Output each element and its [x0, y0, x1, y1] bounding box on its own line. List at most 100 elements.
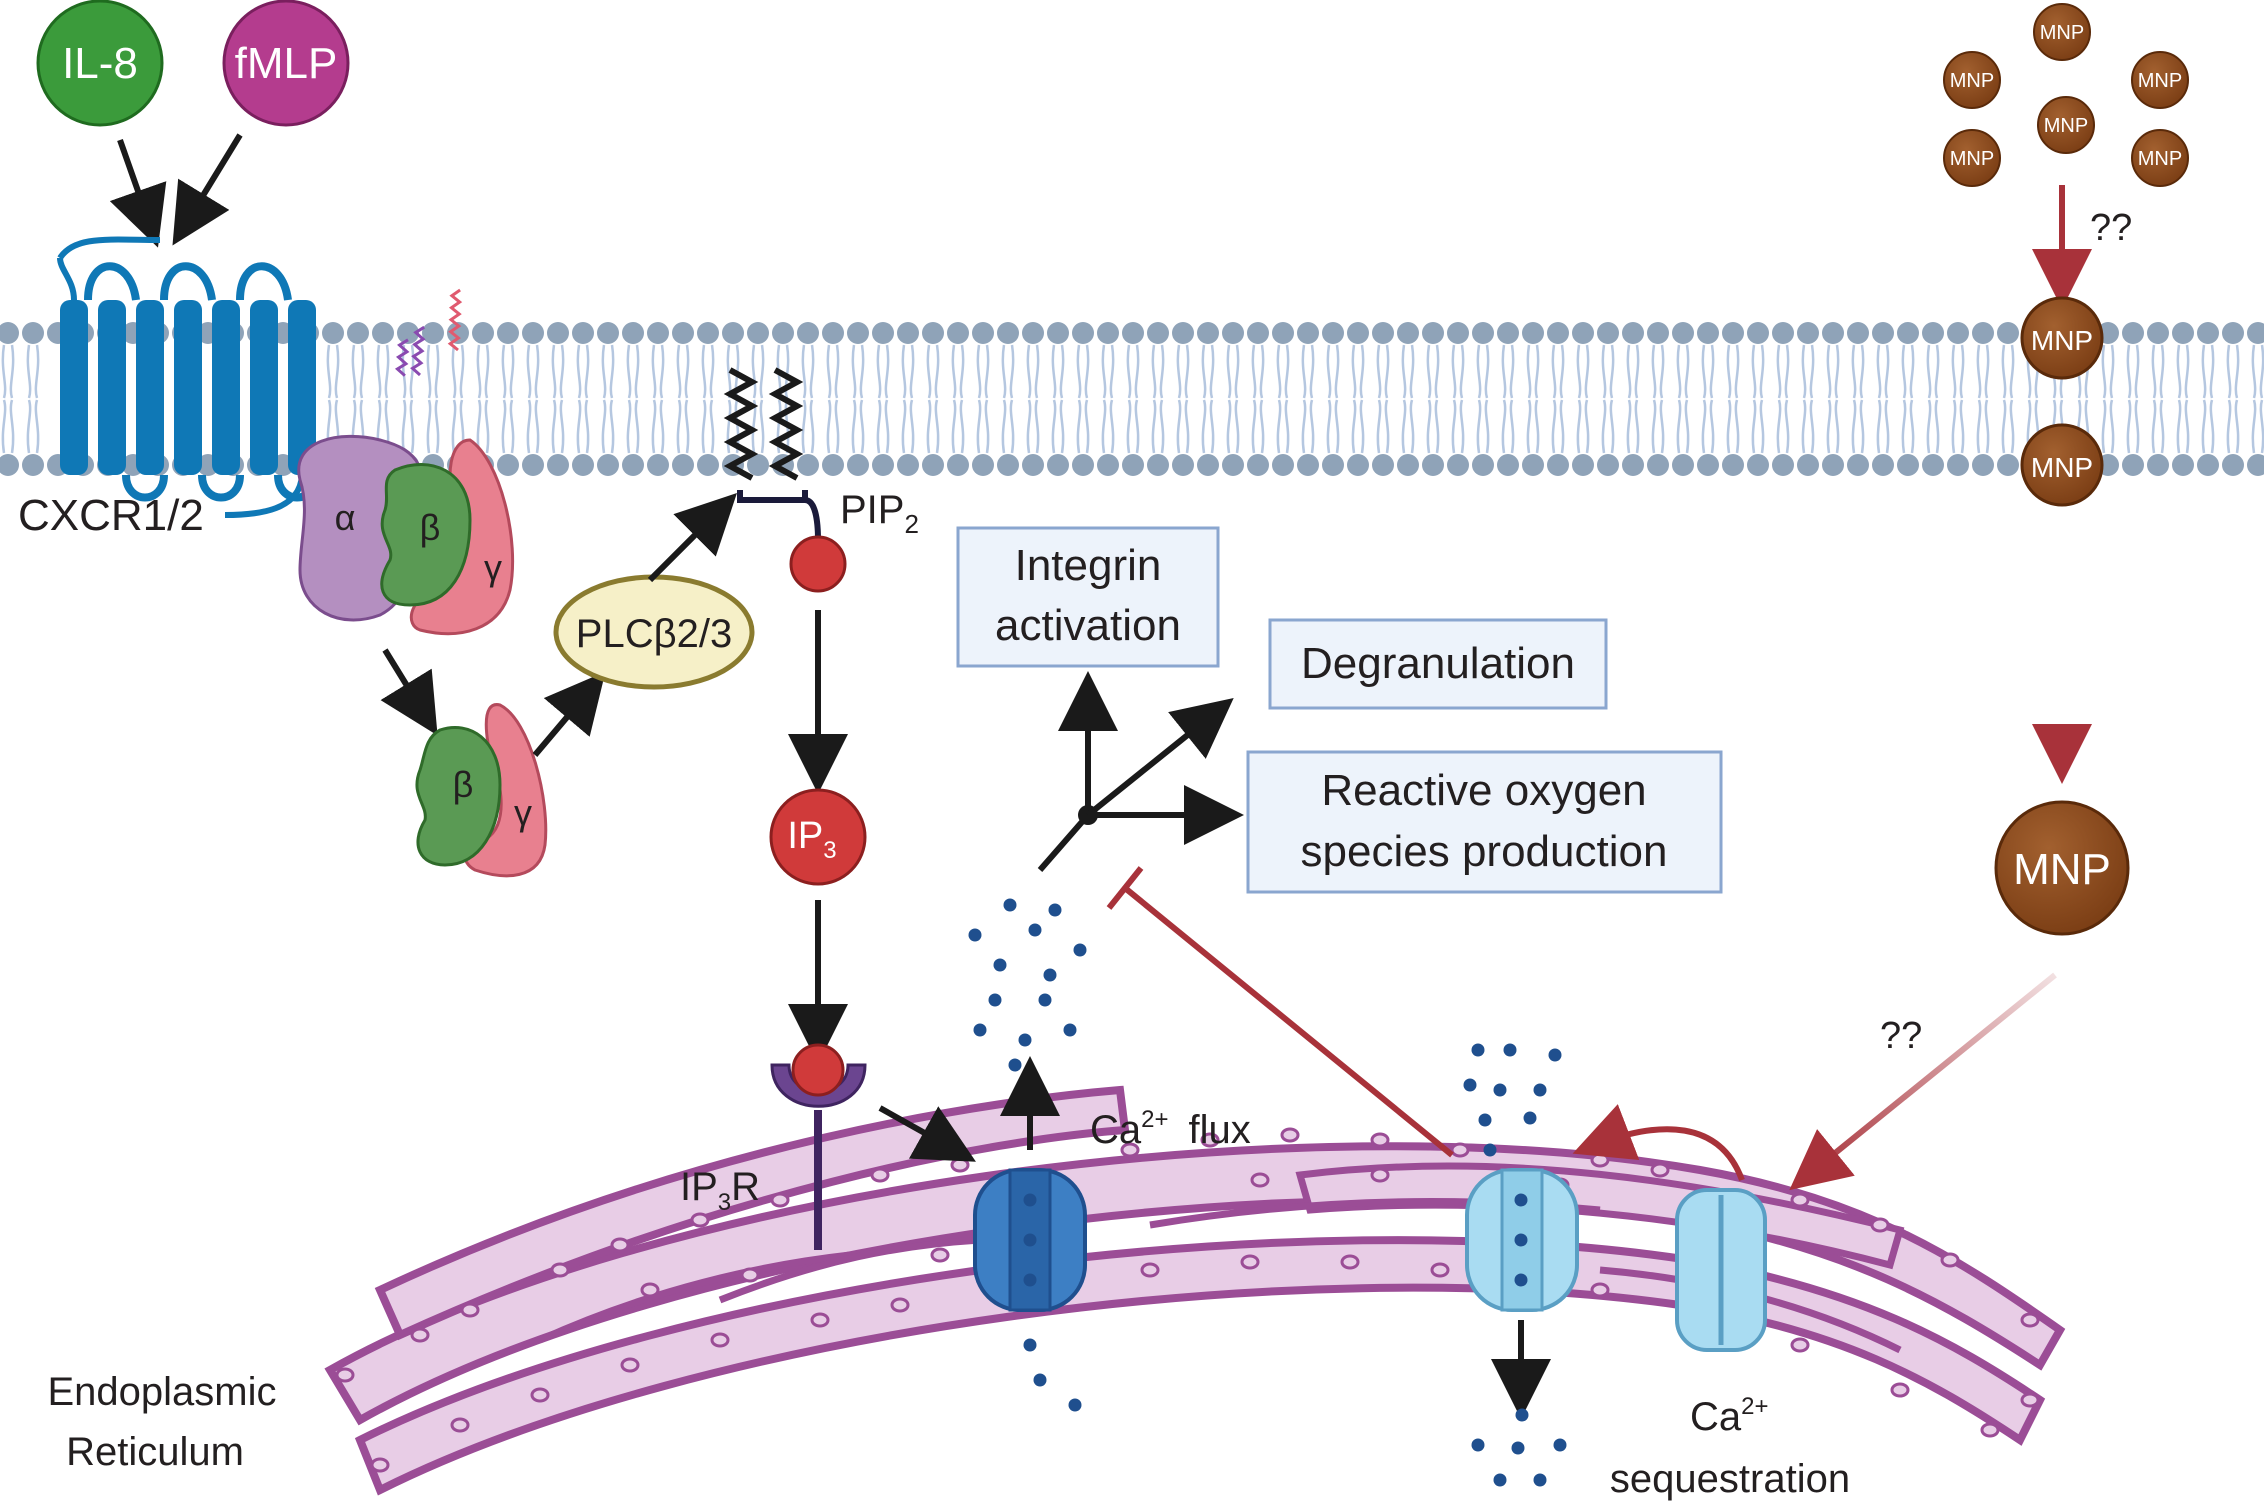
lipid-tail [2126, 399, 2140, 454]
lipid-head-outer [1772, 322, 1794, 344]
lipid-tail [801, 344, 815, 399]
lipid-tail [626, 399, 640, 454]
plc-to-pip2-arrow [647, 493, 737, 583]
lipid-head-inner [22, 454, 44, 476]
mnp-particle-label: MNP [1950, 148, 1994, 170]
lipid-tail [2226, 399, 2240, 454]
serca-pump [1675, 1188, 1767, 1352]
er-ribosome [450, 1417, 470, 1433]
lipid-tail [751, 399, 765, 454]
lipid-head-inner [1772, 454, 1794, 476]
calcium-to-branch-line [1037, 813, 1091, 872]
calcium-ion [1515, 1408, 1529, 1422]
lipid-head-inner [672, 454, 694, 476]
lipid-head-outer [572, 322, 594, 344]
calcium-ion [1033, 1373, 1047, 1387]
er-ribosome [610, 1237, 630, 1253]
lipid-head-inner [1072, 454, 1094, 476]
calcium-ion [1478, 1113, 1492, 1127]
mnp-unknown-uptake-label: ?? [2090, 207, 2132, 249]
lipid-head-inner [1597, 454, 1619, 476]
lipid-head-outer [647, 322, 669, 344]
lipid-tail [451, 344, 465, 399]
mnp-particle-label: MNP [2040, 22, 2084, 44]
lipid-tail [2101, 344, 2115, 399]
lipid-tail [2251, 399, 2264, 454]
lipid-head-inner [1897, 454, 1919, 476]
lipid-tail [1601, 399, 1615, 454]
calcium-ion [1523, 1111, 1537, 1125]
er-ribosome [410, 1327, 430, 1343]
lipid-head-inner [872, 454, 894, 476]
lipid-head-outer [1022, 322, 1044, 344]
lipid-tail [2201, 344, 2215, 399]
lipid-head-outer [1247, 322, 1269, 344]
lipid-head-outer [597, 322, 619, 344]
lipid-tail [1251, 344, 1265, 399]
integrin-line2: activation [995, 601, 1181, 650]
lipid-tail [1426, 399, 1440, 454]
lipid-tail [1676, 399, 1690, 454]
lipid-tail [601, 344, 615, 399]
lipid-head-inner [597, 454, 619, 476]
lipid-tail [26, 344, 40, 399]
lipid-tail [1726, 399, 1740, 454]
lipid-tail [2176, 399, 2190, 454]
lipid-head-inner [1697, 454, 1719, 476]
lipid-head-inner [1822, 454, 1844, 476]
er-ribosome [1280, 1127, 1300, 1143]
lipid-head-inner [1322, 454, 1344, 476]
lipid-head-outer [897, 322, 919, 344]
lipid-tail [1401, 399, 1415, 454]
lipid-tail [1301, 399, 1315, 454]
lipid-head-inner [847, 454, 869, 476]
lipid-head-inner [947, 454, 969, 476]
er-ribosome [1240, 1254, 1260, 1270]
lipid-tail [576, 344, 590, 399]
lipid-tail [1251, 399, 1265, 454]
lipid-tail [1576, 344, 1590, 399]
er-ribosome [870, 1167, 890, 1183]
er-ribosome [810, 1312, 830, 1328]
lipid-tail [651, 344, 665, 399]
lipid-head-outer [1672, 322, 1694, 344]
alpha-subunit-label: α [335, 497, 356, 538]
er-ribosome [1980, 1422, 2000, 1438]
lipid-tail [1326, 344, 1340, 399]
lipid-tail [1901, 399, 1915, 454]
lipid-tail [2151, 399, 2165, 454]
calcium-ion [1533, 1473, 1547, 1487]
lipid-tail [26, 399, 40, 454]
lipid-tail [1576, 399, 1590, 454]
lipid-tail [351, 344, 365, 399]
calcium-ion [1471, 1043, 1485, 1057]
lipid-head-inner [1122, 454, 1144, 476]
lipid-tail [1451, 399, 1465, 454]
er-ribosome [1890, 1382, 1910, 1398]
calcium-ion [1503, 1043, 1517, 1057]
calcium-ion [1028, 923, 1042, 937]
lipid-tail [1876, 399, 1890, 454]
lipid-head-outer [922, 322, 944, 344]
lipid-head-inner [1672, 454, 1694, 476]
pip2-label: PIP2 [840, 488, 919, 539]
lipid-head-outer [497, 322, 519, 344]
lipid-head-inner [997, 454, 1019, 476]
mnp-particle: MNP [2131, 129, 2189, 187]
er-ribosome [1790, 1192, 1810, 1208]
free-beta-gamma-dimer: β γ [415, 703, 548, 878]
mnp-particle-label: MNP [1950, 70, 1994, 92]
lipid-tail [601, 399, 615, 454]
er-ribosome [1590, 1152, 1610, 1168]
beta-subunit-label: β [420, 507, 441, 548]
er-ribosome [335, 1367, 355, 1383]
calcium-ion [1483, 1143, 1497, 1157]
er-ribosome [690, 1212, 710, 1228]
mnp-membrane-outer: MNP [2020, 296, 2104, 380]
lipid-tail [1751, 344, 1765, 399]
betagamma-to-plc-arrow [532, 671, 606, 757]
calcium-ion [1023, 1273, 1037, 1287]
lipid-head-inner [1497, 454, 1519, 476]
lipid-tail [701, 399, 715, 454]
calcium-ion [1043, 968, 1057, 982]
